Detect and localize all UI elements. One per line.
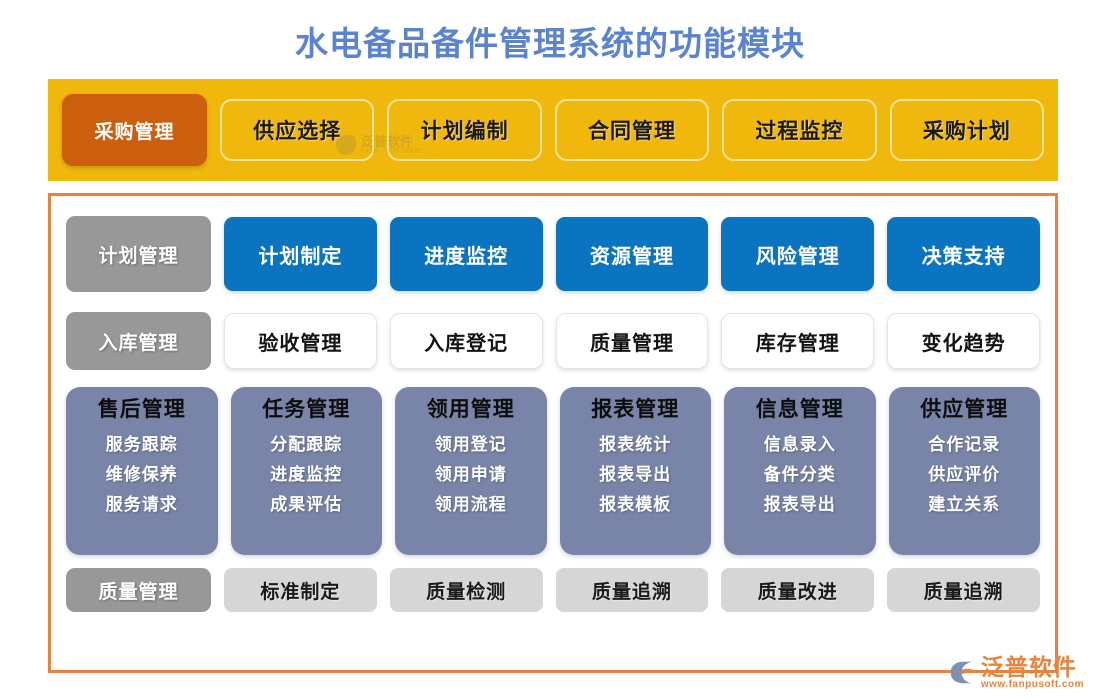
- quality-management-label[interactable]: 质量管理: [66, 568, 211, 612]
- inbound-item-quality-management[interactable]: 质量管理: [555, 313, 709, 369]
- card-item[interactable]: 报表统计: [599, 435, 672, 454]
- card-item[interactable]: 信息录入: [763, 435, 836, 454]
- plan-management-label[interactable]: 计划管理: [66, 216, 211, 292]
- card-title: 报表管理: [591, 398, 680, 421]
- card-title: 任务管理: [262, 398, 351, 421]
- card-item[interactable]: 备件分类: [763, 465, 836, 484]
- plan-item-plan-formulation[interactable]: 计划制定: [224, 217, 377, 291]
- plan-management-row: 计划管理 计划制定 进度监控 资源管理 风险管理 决策支持: [66, 213, 1040, 295]
- quality-item-quality-traceability-2[interactable]: 质量追溯: [887, 568, 1040, 612]
- logo-website-url: www.fanpusoft.com: [980, 678, 1084, 690]
- card-title: 供应管理: [920, 398, 1009, 421]
- card-title: 售后管理: [97, 398, 186, 421]
- card-item[interactable]: 建立关系: [928, 495, 1001, 514]
- purchase-management-bar: 采购管理 供应选择 计划编制 合同管理 过程监控 采购计划: [48, 79, 1058, 181]
- purchase-item-process-monitoring[interactable]: 过程监控: [722, 99, 881, 165]
- card-item[interactable]: 领用申请: [434, 465, 507, 484]
- card-item[interactable]: 领用登记: [434, 435, 507, 454]
- card-information-management[interactable]: 信息管理 信息录入 备件分类 报表导出: [724, 387, 876, 555]
- card-report-management[interactable]: 报表管理 报表统计 报表导出 报表模板: [559, 387, 711, 555]
- inbound-item-inbound-registration[interactable]: 入库登记: [389, 313, 543, 369]
- card-task-management[interactable]: 任务管理 分配跟踪 进度监控 成果评估: [230, 387, 382, 555]
- card-item[interactable]: 报表导出: [599, 465, 672, 484]
- plan-item-risk-management[interactable]: 风险管理: [721, 217, 875, 291]
- card-item[interactable]: 服务请求: [105, 495, 178, 514]
- card-item[interactable]: 成果评估: [270, 495, 343, 514]
- page-title: 水电备品备件管理系统的功能模块: [295, 25, 805, 62]
- module-cards-row: 售后管理 服务跟踪 维修保养 服务请求 任务管理 分配跟踪 进度监控 成果评估 …: [66, 387, 1040, 555]
- quality-item-standard-setting[interactable]: 标准制定: [224, 568, 377, 612]
- inbound-item-inventory-management[interactable]: 库存管理: [721, 313, 875, 369]
- quality-item-quality-inspection[interactable]: 质量检测: [389, 568, 543, 612]
- plan-item-progress-monitoring[interactable]: 进度监控: [389, 217, 543, 291]
- logo-text: 泛普软件 www.fanpusoft.com: [981, 655, 1084, 690]
- modules-panel: 计划管理 计划制定 进度监控 资源管理 风险管理 决策支持 入库管理 验收管理 …: [48, 193, 1058, 673]
- card-title: 信息管理: [755, 398, 844, 421]
- purchase-management-label[interactable]: 采购管理: [62, 94, 207, 166]
- card-item[interactable]: 报表导出: [763, 495, 836, 514]
- inbound-item-acceptance-management[interactable]: 验收管理: [224, 313, 377, 369]
- plan-item-resource-management[interactable]: 资源管理: [555, 217, 709, 291]
- quality-item-quality-improvement[interactable]: 质量改进: [721, 568, 875, 612]
- inbound-management-label[interactable]: 入库管理: [66, 312, 211, 370]
- purchase-item-purchase-plan[interactable]: 采购计划: [889, 99, 1048, 165]
- card-after-sales-management[interactable]: 售后管理 服务跟踪 维修保养 服务请求: [66, 387, 218, 555]
- card-item[interactable]: 维修保养: [105, 465, 178, 484]
- brand-logo: 泛普软件 www.fanpusoft.com: [948, 655, 1084, 690]
- inbound-item-change-trend[interactable]: 变化趋势: [887, 313, 1040, 369]
- inbound-management-row: 入库管理 验收管理 入库登记 质量管理 库存管理 变化趋势: [66, 304, 1040, 378]
- card-supply-management[interactable]: 供应管理 合作记录 供应评价 建立关系: [888, 387, 1040, 555]
- card-item[interactable]: 分配跟踪: [270, 435, 343, 454]
- card-requisition-management[interactable]: 领用管理 领用登记 领用申请 领用流程: [395, 387, 547, 555]
- purchase-item-plan-preparation[interactable]: 计划编制: [387, 99, 546, 165]
- card-item[interactable]: 报表模板: [599, 495, 672, 514]
- quality-item-quality-traceability-1[interactable]: 质量追溯: [555, 568, 709, 612]
- fanpu-logo-icon: [950, 661, 973, 684]
- card-item[interactable]: 合作记录: [928, 435, 1001, 454]
- purchase-item-supplier-selection[interactable]: 供应选择: [220, 99, 378, 165]
- plan-item-decision-support[interactable]: 决策支持: [887, 217, 1040, 291]
- card-item[interactable]: 供应评价: [928, 465, 1001, 484]
- purchase-item-contract-management[interactable]: 合同管理: [554, 99, 713, 165]
- card-item[interactable]: 进度监控: [270, 465, 343, 484]
- card-title: 领用管理: [426, 398, 515, 421]
- card-item[interactable]: 领用流程: [434, 495, 507, 514]
- quality-management-row: 质量管理 标准制定 质量检测 质量追溯 质量改进 质量追溯: [66, 564, 1040, 616]
- card-item[interactable]: 服务跟踪: [105, 435, 178, 454]
- logo-brand-name: 泛普软件: [980, 654, 1077, 681]
